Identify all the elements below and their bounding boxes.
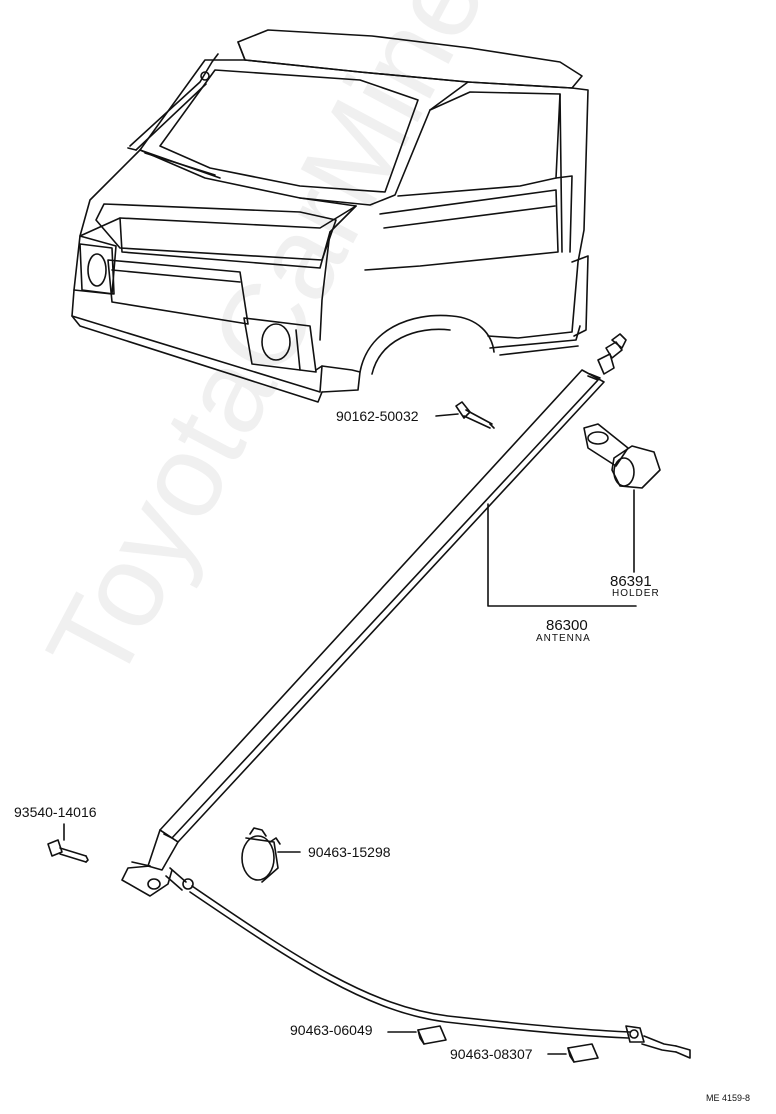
part-name-holder: HOLDER [612, 588, 660, 599]
antenna-rod-illustration [121, 333, 637, 897]
part-label-90463-08307: 90463-08307 [450, 1046, 533, 1062]
holder-86391-illustration [583, 423, 661, 573]
part-label-90463-06049: 90463-06049 [290, 1022, 373, 1038]
bolt-93540-14016-illustration [47, 823, 89, 863]
part-label-90162-50032: 90162-50032 [336, 408, 419, 424]
screw-90162-50032-illustration [435, 401, 495, 429]
drawing-reference: ME 4159-8 [706, 1093, 751, 1103]
clip-90463-06049-illustration [387, 1025, 447, 1045]
vehicle-cab-illustration [71, 29, 589, 403]
part-label-90463-15298: 90463-15298 [308, 844, 391, 860]
clip-90463-08307-illustration [547, 1043, 599, 1063]
part-label-93540-14016: 93540-14016 [14, 804, 97, 820]
part-label-86391: 86391 [610, 573, 652, 590]
clamp-90463-15298-illustration [241, 827, 301, 883]
part-label-86300: 86300 [546, 617, 588, 634]
part-name-antenna: ANTENNA [536, 633, 591, 644]
antenna-cable-illustration [189, 885, 691, 1059]
